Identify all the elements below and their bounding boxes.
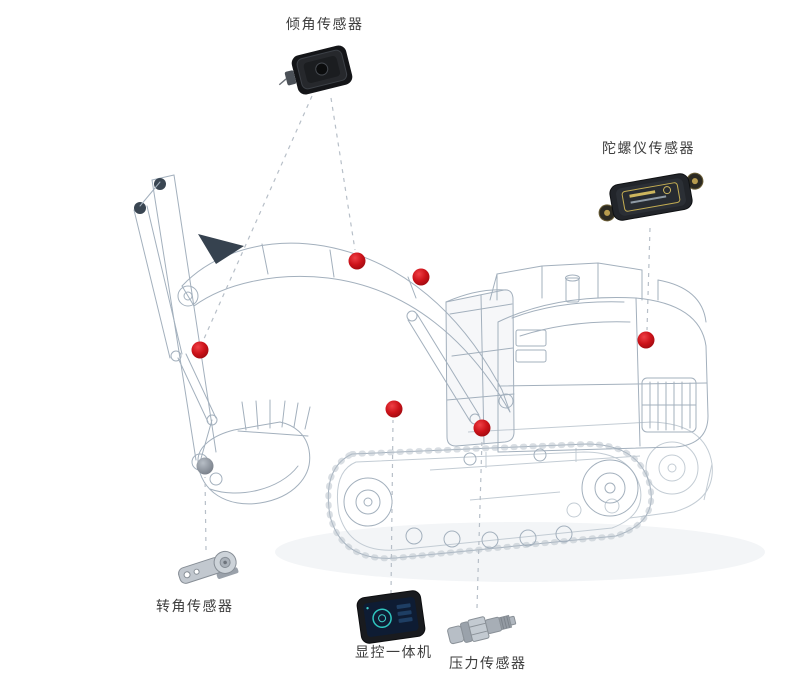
connector-tilt-to-arm [202, 95, 313, 342]
marker-body-lower [473, 419, 491, 437]
pressure-sensor-image [447, 614, 517, 645]
front-track [325, 441, 655, 562]
connector-tilt-to-boom [330, 97, 356, 251]
connector-gyro-to-body [646, 227, 651, 331]
pressure-sensor-label: 压力传感器 [449, 655, 527, 671]
marker-boom-base [412, 268, 430, 286]
arm [133, 174, 218, 463]
tilt-sensor-image [278, 45, 353, 95]
sensor-devices [178, 45, 704, 645]
sensor-markers [191, 252, 655, 475]
body-house [489, 262, 709, 453]
marker-body-rear [637, 331, 655, 349]
display-console-image [356, 590, 426, 644]
gyro-sensor-image [598, 172, 704, 222]
rotation-sensor-label: 转角传感器 [156, 598, 234, 614]
undercarriage-frame [429, 448, 641, 501]
gyro-sensor-label: 陀螺仪传感器 [602, 140, 695, 156]
marker-arm [191, 341, 209, 359]
connector-display-to-body [390, 419, 394, 595]
rotation-sensor-image [178, 550, 239, 584]
marker-body-front [385, 400, 403, 418]
rear-track [467, 421, 713, 519]
marker-boom-upper [348, 252, 366, 270]
connector-pressure-to-body [476, 438, 483, 609]
tilt-sensor-label: 倾角传感器 [286, 16, 364, 32]
excavator-wireframe [133, 174, 713, 562]
connector-lines [202, 95, 651, 609]
display-console-label: 显控一体机 [355, 644, 433, 660]
marker-bucket-joint [196, 457, 214, 475]
ground-shadow [275, 522, 765, 582]
connector-rotation-to-bucket [204, 476, 207, 551]
